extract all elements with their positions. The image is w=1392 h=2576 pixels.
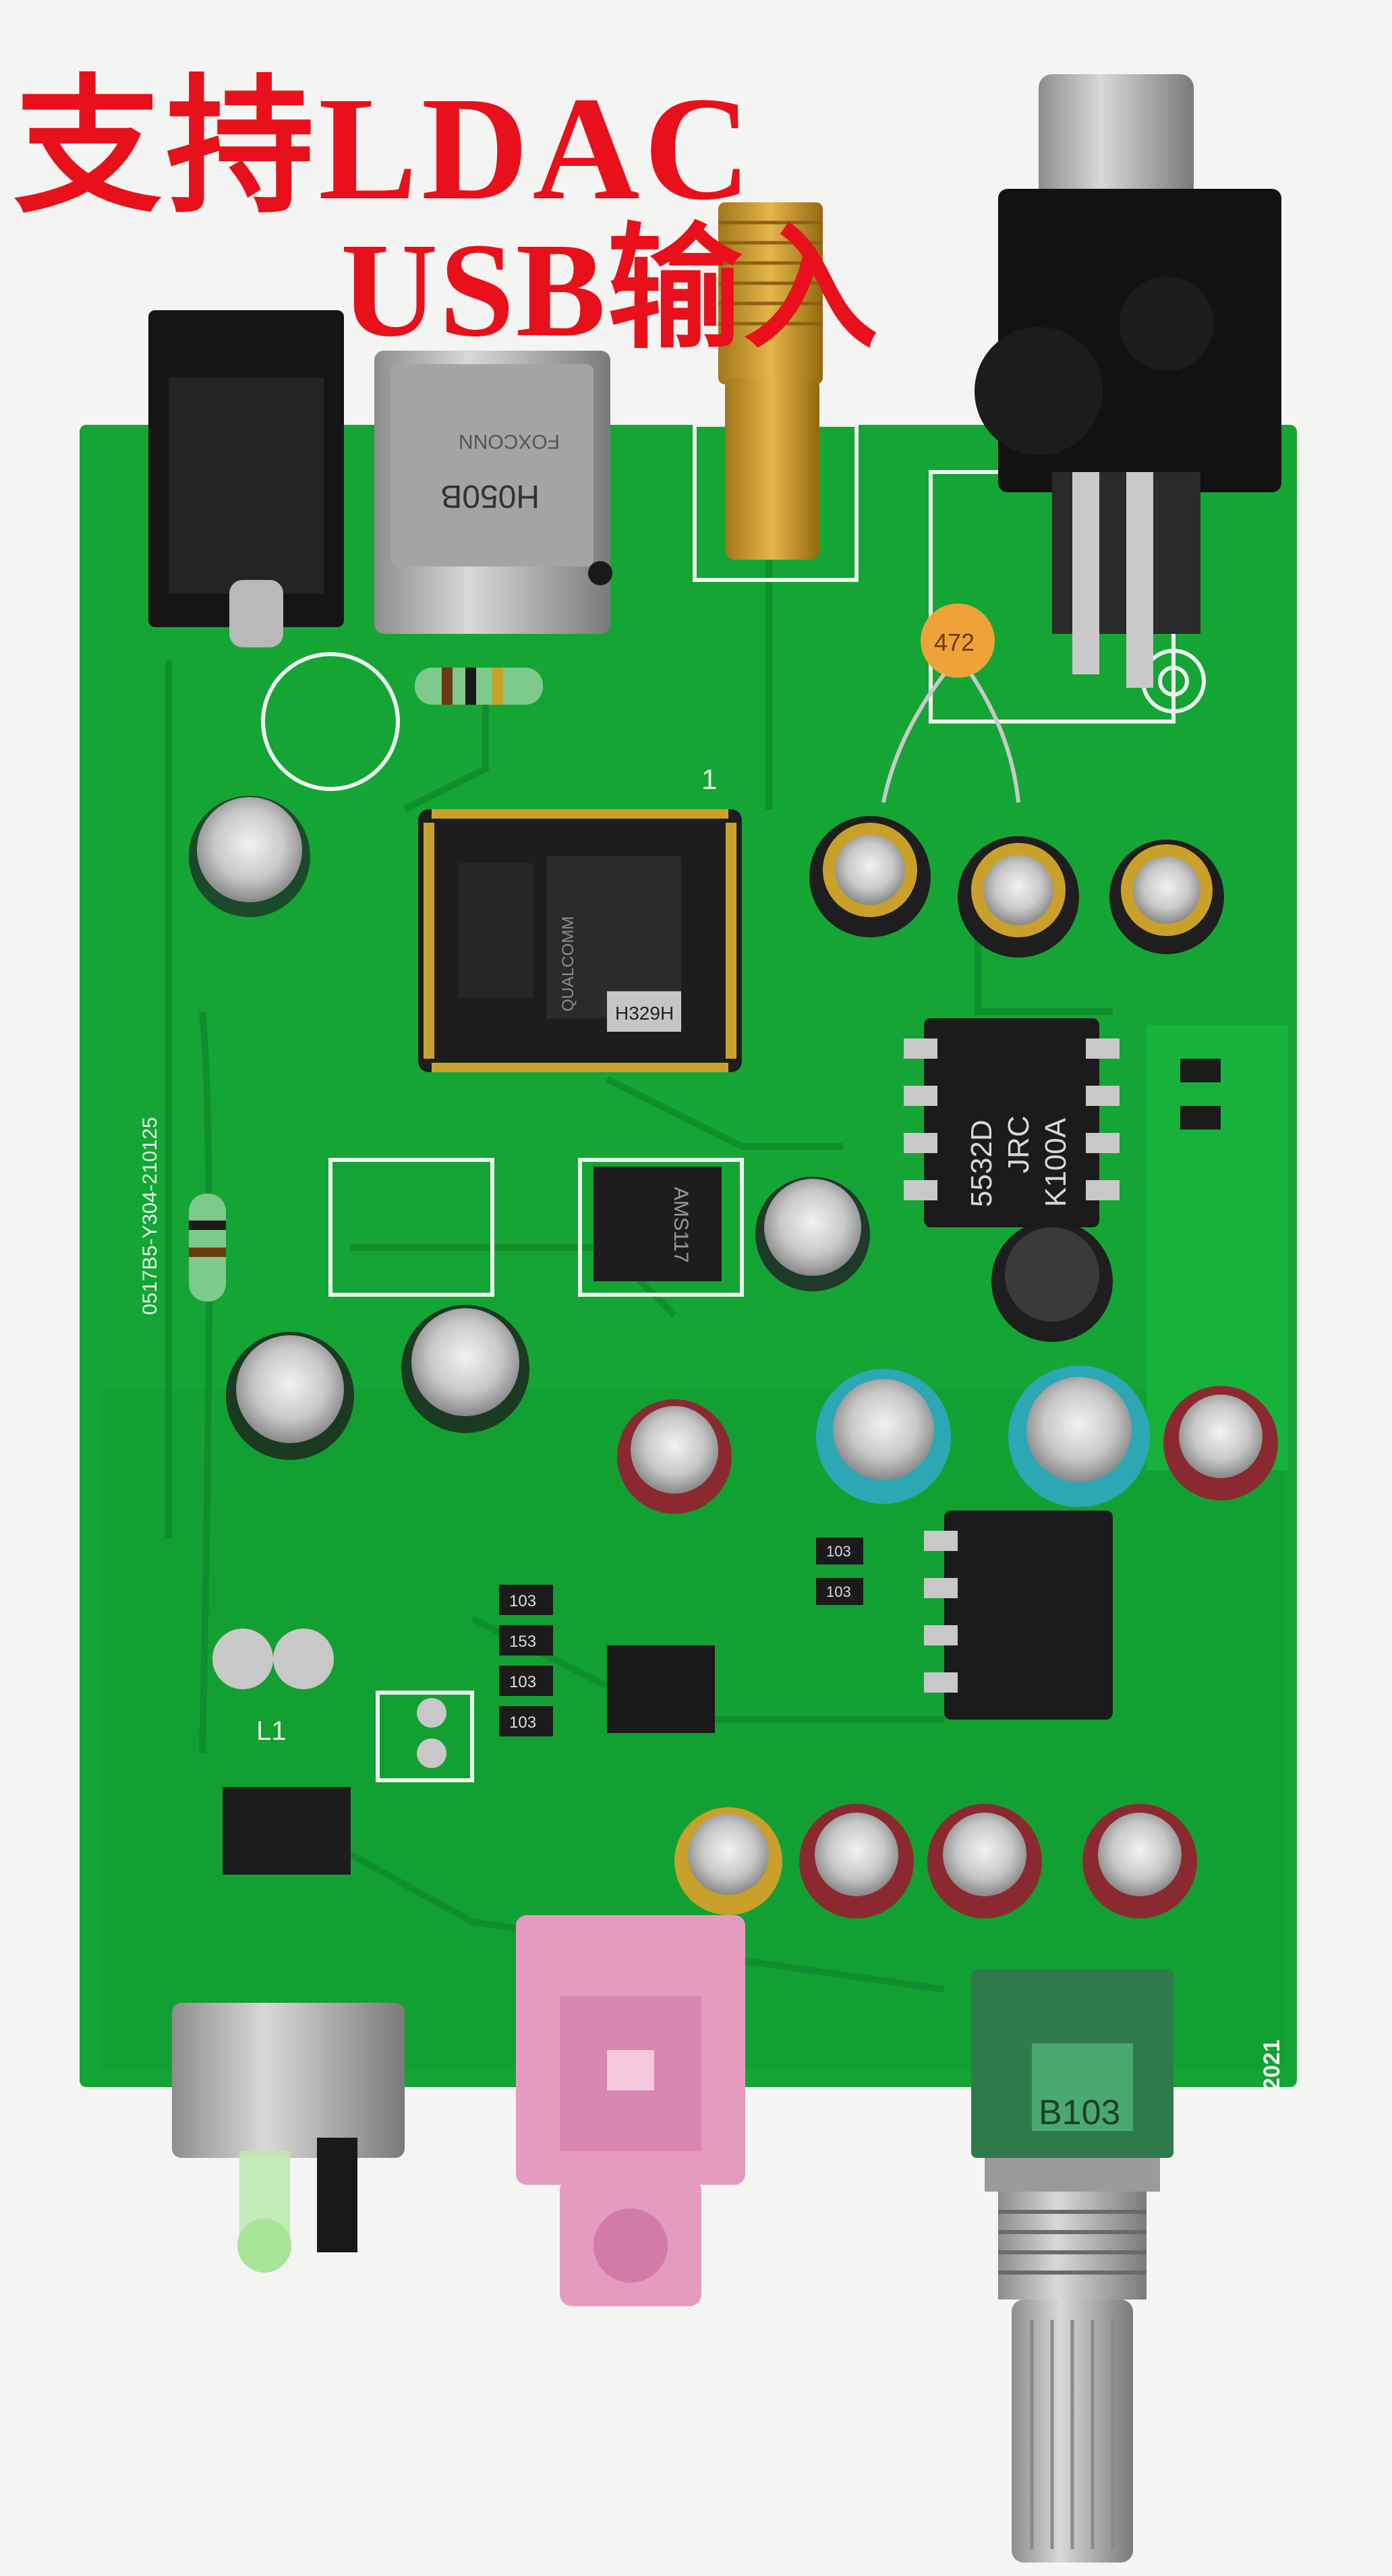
regulator-code: AMS117 [670, 1187, 692, 1263]
resistor-code-1: 103 [509, 1592, 536, 1610]
jumper-header [223, 1787, 351, 1875]
inductor-pads [212, 1629, 446, 1768]
power-switch [172, 2003, 405, 2252]
resistor-code-3: 103 [509, 1673, 536, 1691]
rca-coax-jack [975, 74, 1281, 688]
usb-b-port: FOXCONN H050B [374, 351, 612, 634]
pot-marking: B103 [1039, 2093, 1120, 2132]
board-serial: 0517B5-Y304-210125 [139, 1117, 161, 1315]
opamp-line1: 5532D [965, 1119, 998, 1207]
headphone-jack [516, 1915, 745, 2306]
opamp-line3: K100A [1039, 1117, 1072, 1207]
axial-resistor-left [189, 1194, 226, 1301]
volume-potentiometer: B103 [971, 1969, 1173, 2563]
promo-title-line2: USB输入 [341, 216, 880, 365]
bt-chip-brand: QUALCOMM [559, 916, 577, 1012]
axial-resistor [415, 668, 543, 705]
opamp-chip-bottom [924, 1511, 1113, 1720]
ceramic-cap-code: 472 [934, 628, 975, 656]
bluetooth-module: QUALCOMM H329H [418, 809, 742, 1072]
bt-crystal-code: H329H [615, 1003, 674, 1024]
usb-port-marking: H050B [440, 478, 540, 514]
usb-port-brand: FOXCONN [459, 430, 560, 452]
inductor-label: L1 [256, 1716, 287, 1746]
electrolytic-capacitors [189, 796, 1278, 1919]
resistor-code-2: 153 [509, 1633, 536, 1651]
resistor-code-4: 103 [509, 1714, 536, 1732]
opamp-line2: JRC [1002, 1115, 1035, 1173]
resistor-code-5: 103 [826, 1543, 851, 1560]
promo-title-line1: 支持LDAC [13, 66, 755, 231]
sma-antenna-connector [718, 202, 823, 560]
ceramic-capacitor: 472 [881, 604, 1020, 803]
smd-resistors [499, 1059, 1221, 1736]
dac-chip [607, 1645, 715, 1733]
board-year: 2021 [1259, 2039, 1285, 2090]
opamp-chip-5532: 5532D JRC K100A [904, 1018, 1120, 1227]
dc-power-jack [148, 310, 344, 647]
voltage-regulator: AMS117 [593, 1167, 722, 1281]
power-led [237, 2151, 291, 2273]
resistor-code-6: 103 [826, 1583, 851, 1600]
pin1-mark: 1 [701, 763, 717, 795]
